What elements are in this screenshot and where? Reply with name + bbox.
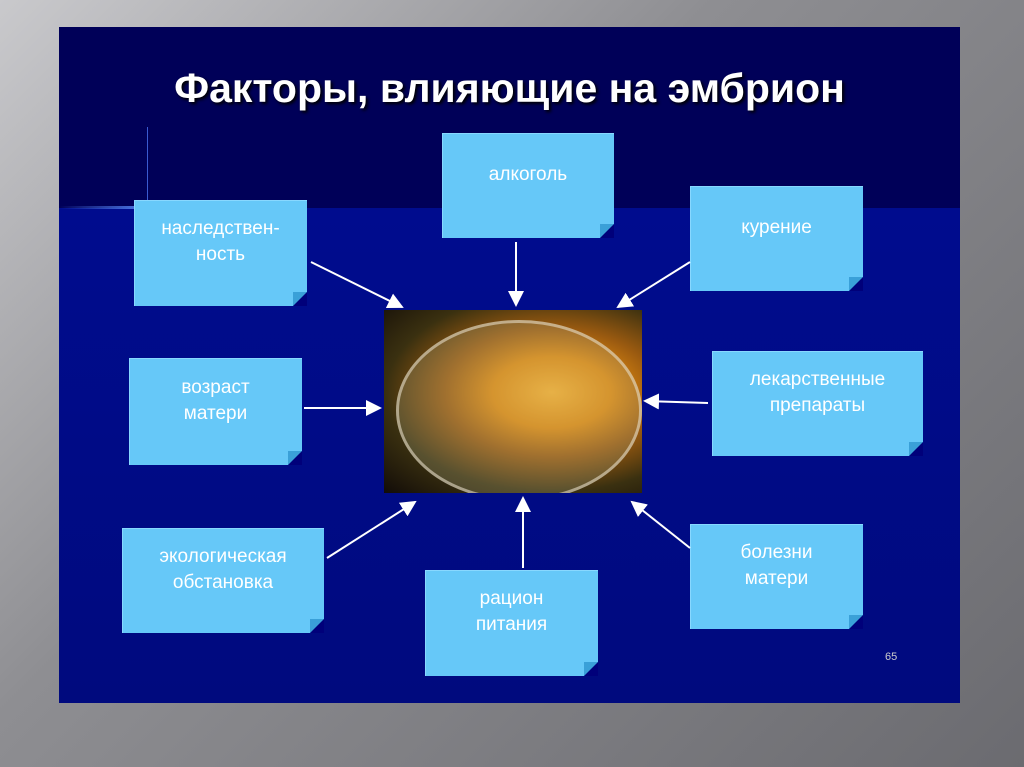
slide-title: Факторы, влияющие на эмбрион	[174, 65, 845, 111]
factor-mother-disease: болезни матери	[690, 524, 863, 629]
factor-label: лекарственные препараты	[749, 368, 886, 416]
arrow	[630, 500, 691, 549]
slide: Факторы, влияющие на эмбрион наследствен…	[59, 27, 960, 703]
factor-label: возраст матери	[181, 376, 250, 424]
factor-ecology: экологическая обстановка	[122, 528, 324, 633]
factor-label: экологическая обстановка	[159, 545, 287, 593]
arrows	[304, 242, 709, 568]
factor-label: рацион питания	[475, 588, 548, 635]
factor-label: наследствен-ность	[161, 218, 280, 265]
factor-medicines: лекарственные препараты	[712, 351, 923, 456]
factor-label: курение	[741, 216, 812, 238]
arrow	[310, 261, 404, 308]
page-number: 65	[885, 651, 898, 663]
arrow	[643, 393, 709, 410]
factor-alcohol: алкоголь	[442, 133, 614, 238]
embryo-image	[384, 310, 642, 493]
arrow	[326, 500, 417, 559]
arrow	[616, 261, 691, 309]
decor-line	[59, 206, 139, 209]
factor-nutrition: рацион питания	[425, 570, 598, 676]
factor-smoking: курение	[690, 186, 863, 291]
factor-heredity: наследствен-ность	[134, 200, 307, 306]
factor-mother-age: возраст матери	[129, 358, 302, 465]
decor-line	[147, 127, 148, 227]
factor-label: алкоголь	[488, 163, 568, 185]
factor-label: болезни матери	[740, 541, 813, 589]
